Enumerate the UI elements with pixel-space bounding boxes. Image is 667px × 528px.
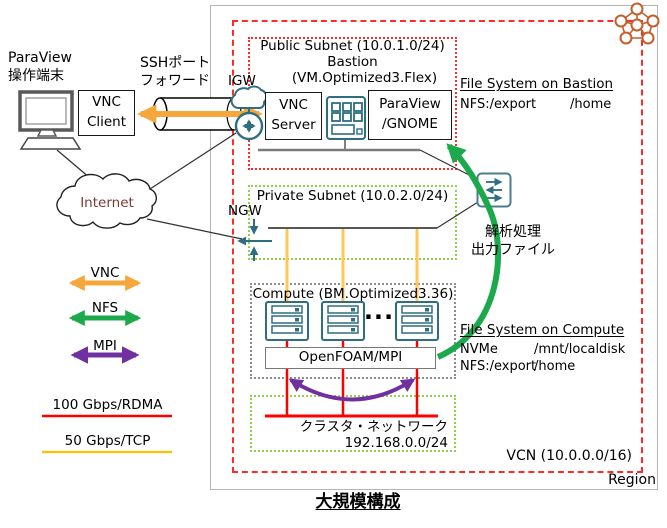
igw-icon <box>230 85 268 141</box>
vcn-box <box>232 20 643 473</box>
compute-box <box>250 283 456 379</box>
rdma-links <box>265 340 438 418</box>
cluster-network-name: クラスタ・ネットワーク <box>299 419 448 435</box>
private-subnet-title: Private Subnet (10.0.2.0/24) <box>256 188 449 204</box>
fs-bastion-title: File System on Bastion <box>460 76 614 92</box>
public-subnet-bus <box>258 140 478 180</box>
public-subnet-title: Public Subnet (10.0.1.0/24) <box>260 38 445 54</box>
vnc-server-box: VNC Server <box>265 92 322 140</box>
internet-igw-line <box>149 132 237 190</box>
client-internet-line <box>56 149 91 179</box>
region-label: Region <box>608 472 656 488</box>
ngw-icon <box>237 219 272 261</box>
bastion-shape: (VM.Optimized3.Flex) <box>291 70 438 86</box>
legend-nfs-label: NFS <box>91 300 119 316</box>
private-subnet-box <box>248 185 457 260</box>
vnc-client-box: VNC Client <box>78 90 135 136</box>
compute-server-icon <box>265 301 309 341</box>
private-subnet-bus <box>268 201 479 229</box>
fs-compute-row: NFS:/export /home <box>460 359 576 374</box>
legend-rdma-label: 100 Gbps/RDMA <box>52 397 163 413</box>
vcn-label: VCN (10.0.0.0/16) <box>506 448 632 464</box>
ssh-forward-label: SSHポート フォワード <box>140 55 211 89</box>
compute-ellipsis: ... <box>363 297 395 325</box>
compute-server-icon <box>321 301 365 341</box>
vnc-client-label: VNC <box>92 94 121 111</box>
fs-compute-row: NVMe /mnt/localdisk <box>460 342 626 357</box>
computer-icon <box>18 90 82 150</box>
internet-label: Internet <box>80 195 134 211</box>
legend-vnc-label: VNC <box>90 265 120 281</box>
bastion-name: Bastion <box>327 54 378 70</box>
legend-tcp-label: 50 Gbps/TCP <box>64 433 151 449</box>
fs-bastion-row: NFS:/export /home <box>460 97 612 112</box>
bastion-host-icon <box>326 96 366 140</box>
cluster-network-box <box>250 395 456 452</box>
mpi-arrow <box>288 378 416 402</box>
page-title: 大規模構成 <box>315 492 401 512</box>
paraview-terminal-label: ParaView 操作端末 <box>8 50 72 84</box>
internet-cloud-icon <box>56 173 158 229</box>
ngw-label: NGW <box>228 203 262 219</box>
tcp-links <box>285 229 419 302</box>
legend-mpi-label: MPI <box>93 338 117 354</box>
cluster-network-cidr: 192.168.0.0/24 <box>344 435 448 451</box>
nfs-arrow <box>436 143 502 360</box>
openfoam-box: OpenFOAM/MPI <box>265 347 436 369</box>
compute-title: Compute (BM.Optimized3.36) <box>252 286 454 302</box>
fs-compute-title: File System on Compute <box>460 322 625 338</box>
region-network-icon <box>614 2 660 45</box>
internet-ngw-line <box>146 218 243 240</box>
compute-server-icon <box>395 301 439 341</box>
analysis-output-label: 解析処理 出力ファイル <box>471 224 555 258</box>
region-box <box>210 5 658 490</box>
paraview-gnome-box: ParaView /GNOME <box>368 90 452 140</box>
igw-label: IGW <box>228 73 256 89</box>
